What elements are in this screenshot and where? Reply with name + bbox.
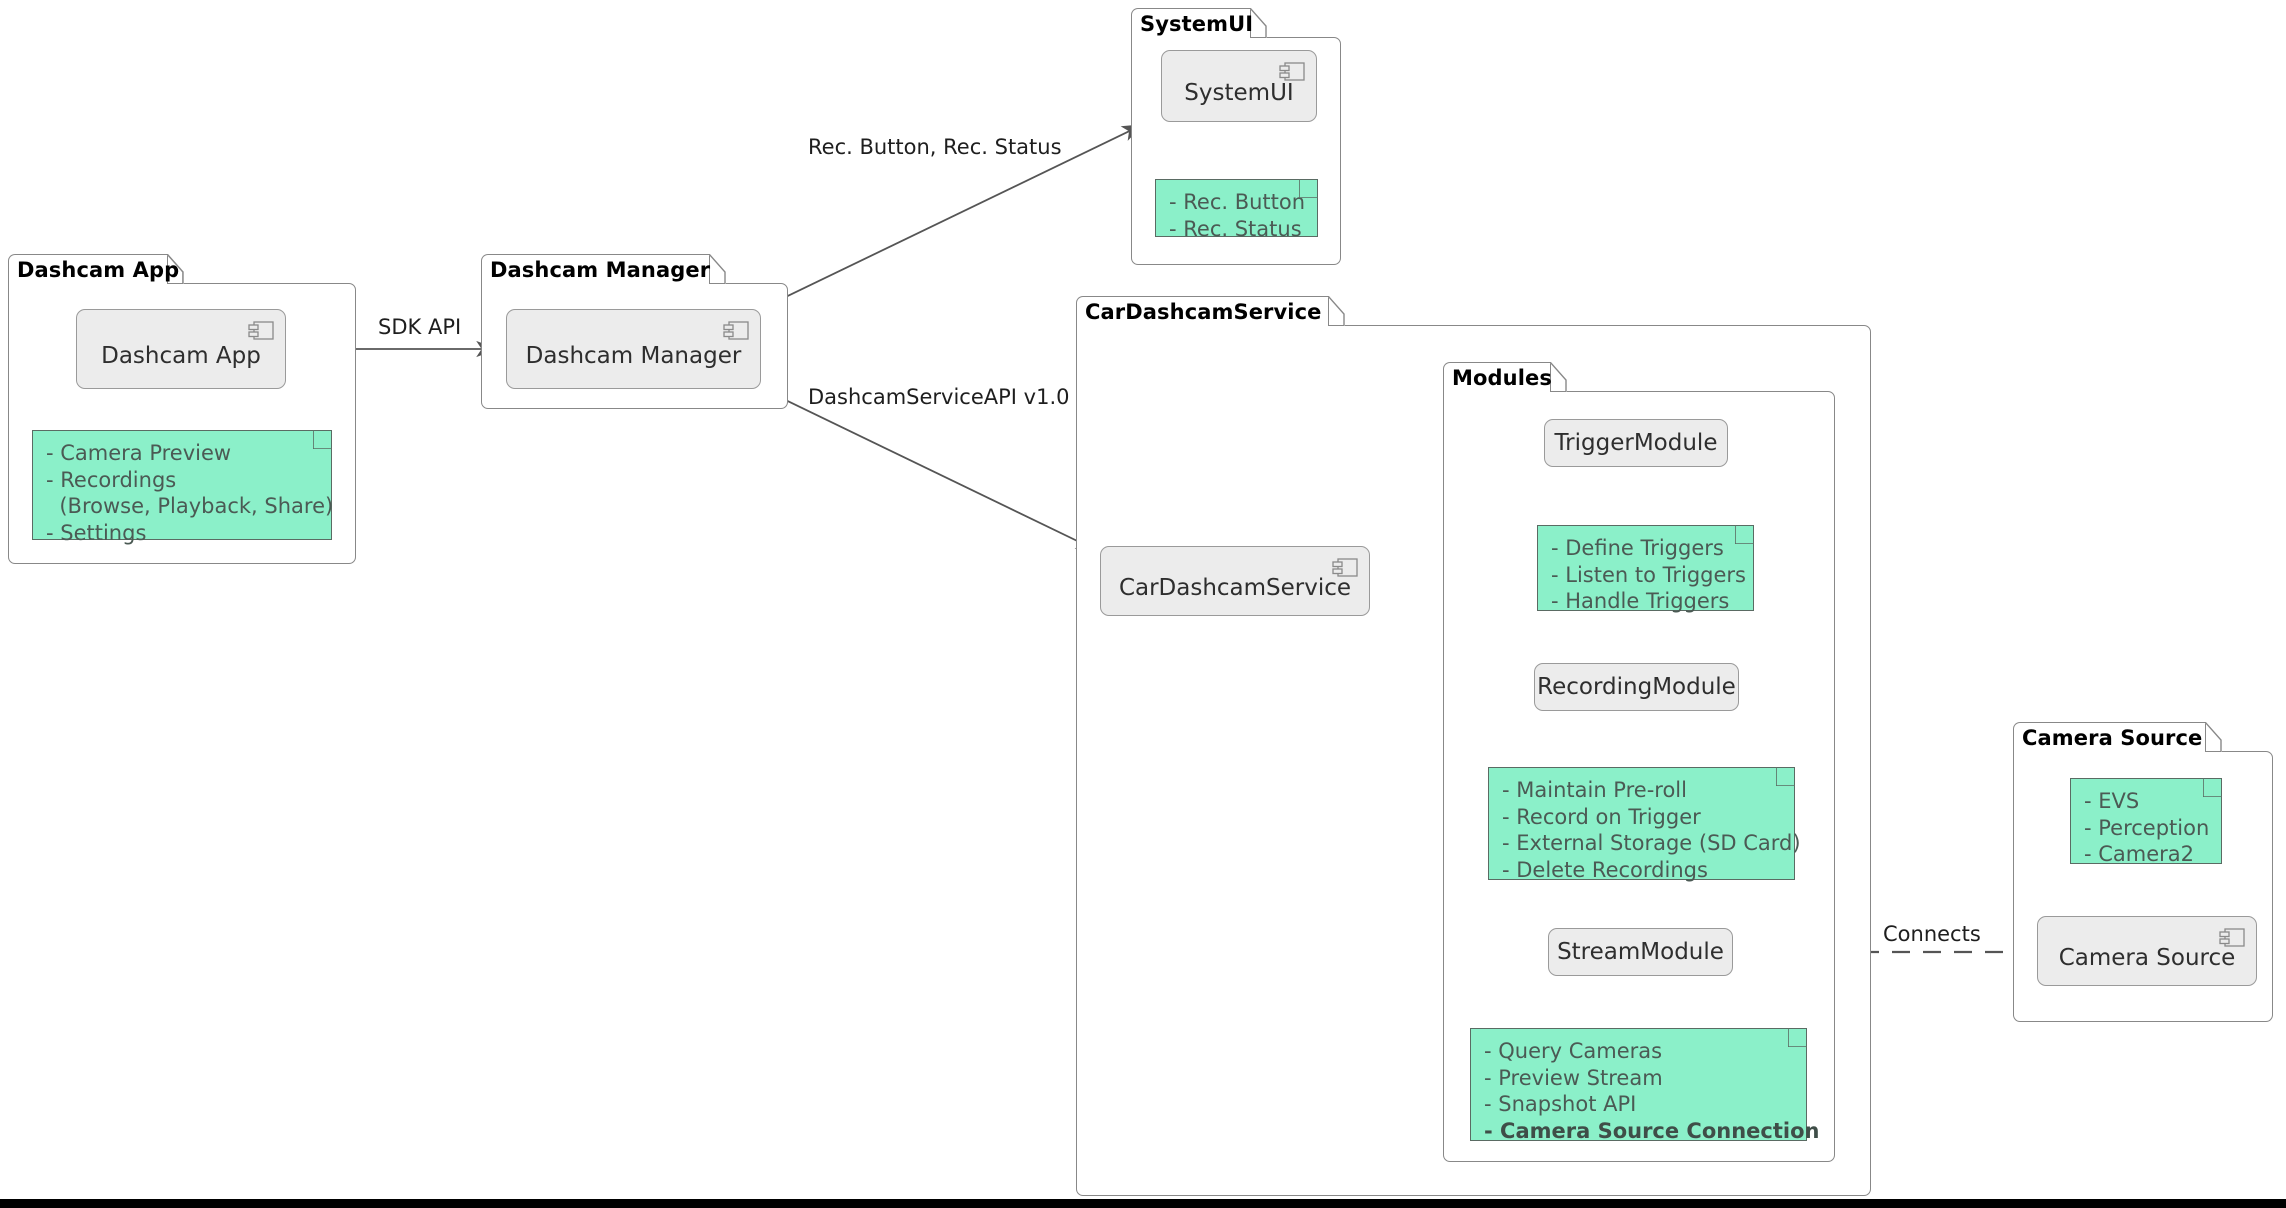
bottom-bar <box>0 1199 2286 1208</box>
note-line: - Record on Trigger <box>1502 804 1701 829</box>
note-line: - Delete Recordings <box>1502 857 1708 882</box>
note-line: - External Storage (SD Card) <box>1502 831 1801 855</box>
note-fold-icon <box>1776 767 1795 786</box>
note-stream-module: - Query Cameras - Preview Stream - Snaps… <box>1470 1028 1819 1143</box>
note-fold-icon <box>1299 179 1318 198</box>
component-icon <box>2219 928 2245 947</box>
edge-label-dashcamserviceapi: DashcamServiceAPI v1.0 <box>808 385 1070 409</box>
package-camera-source-tab: Camera Source <box>2013 722 2206 752</box>
package-dashcam-manager-tab-corner <box>709 254 726 284</box>
note-line: - Listen to Triggers <box>1551 562 1746 587</box>
note-line: - Recordings <box>46 467 177 492</box>
note-line: - Settings <box>46 520 147 545</box>
component-icon <box>723 321 749 340</box>
note-camera-source: - EVS - Perception - Camera2 <box>2070 778 2222 866</box>
package-modules-label: Modules <box>1452 365 1552 390</box>
component-trigger-module[interactable]: TriggerModule <box>1544 419 1728 467</box>
note-line: - Define Triggers <box>1551 536 1724 560</box>
package-systemui-tab: SystemUI <box>1131 8 1254 38</box>
note-line: - Query Cameras <box>1484 1039 1663 1063</box>
note-recording-module: - Maintain Pre-roll - Record on Trigger … <box>1488 767 1801 882</box>
note-fold-icon <box>313 430 332 449</box>
package-camera-source-label: Camera Source <box>2022 725 2203 750</box>
package-dashcam-app-label: Dashcam App <box>17 257 180 282</box>
package-dashcam-manager-tab: Dashcam Manager <box>481 254 710 284</box>
component-icon <box>248 321 274 340</box>
component-cardashcamservice[interactable]: CarDashcamService <box>1100 546 1370 616</box>
note-line: (Browse, Playback, Share) <box>46 494 334 518</box>
note-line: - Perception <box>2084 815 2210 840</box>
note-line: - Preview Stream <box>1484 1065 1663 1090</box>
package-dashcam-app-tab-corner <box>167 254 184 284</box>
package-camera-source-tab-corner <box>2205 722 2222 752</box>
package-systemui-tab-corner <box>1250 8 1267 38</box>
package-cardashcamservice-tab: CarDashcamService <box>1076 296 1329 326</box>
component-trigger-module-label: TriggerModule <box>1554 430 1718 456</box>
package-modules-tab-corner <box>1550 362 1567 392</box>
note-line: - Camera Source Connection <box>1484 1118 1820 1143</box>
component-dashcam-app-label: Dashcam App <box>101 343 261 369</box>
package-modules-tab: Modules <box>1443 362 1552 392</box>
note-systemui: - Rec. Button - Rec. Status <box>1155 179 1318 241</box>
note-fold-icon <box>1735 525 1754 544</box>
component-dashcam-manager-label: Dashcam Manager <box>525 343 742 369</box>
component-recording-module[interactable]: RecordingModule <box>1534 663 1739 711</box>
package-cardashcamservice-label: CarDashcamService <box>1085 299 1322 324</box>
component-stream-module[interactable]: StreamModule <box>1548 928 1733 976</box>
note-dashcam-app: - Camera Preview - Recordings (Browse, P… <box>32 430 334 545</box>
note-line: - Snapshot API <box>1484 1092 1637 1116</box>
note-line: - Maintain Pre-roll <box>1502 778 1687 802</box>
note-line: - Rec. Button <box>1169 190 1306 214</box>
package-systemui-label: SystemUI <box>1140 11 1254 36</box>
package-dashcam-manager-label: Dashcam Manager <box>490 257 711 282</box>
component-dashcam-manager[interactable]: Dashcam Manager <box>506 309 761 389</box>
component-dashcam-app[interactable]: Dashcam App <box>76 309 286 389</box>
note-trigger-module: - Define Triggers - Listen to Triggers -… <box>1537 525 1754 613</box>
component-camera-source[interactable]: Camera Source <box>2037 916 2257 986</box>
component-camera-source-label: Camera Source <box>2058 945 2236 971</box>
edge-label-rec-button-status: Rec. Button, Rec. Status <box>808 135 1062 159</box>
note-line: - Rec. Status <box>1169 216 1302 241</box>
component-stream-module-label: StreamModule <box>1557 939 1724 965</box>
package-dashcam-app-tab: Dashcam App <box>8 254 179 284</box>
note-line: - Camera2 <box>2084 842 2195 866</box>
component-icon <box>1332 558 1358 577</box>
component-systemui[interactable]: SystemUI <box>1161 50 1317 122</box>
note-line: - Camera Preview <box>46 441 232 465</box>
note-line: - EVS <box>2084 789 2140 813</box>
note-fold-icon <box>1788 1028 1807 1047</box>
note-line: - Handle Triggers <box>1551 589 1730 613</box>
edge-label-connects: Connects <box>1883 922 1981 946</box>
edge-label-sdk-api: SDK API <box>378 315 462 339</box>
package-cardashcamservice-tab-corner <box>1328 296 1345 326</box>
note-fold-icon <box>2203 778 2222 797</box>
component-cardashcamservice-label: CarDashcamService <box>1118 575 1352 601</box>
component-icon <box>1279 62 1305 81</box>
component-systemui-label: SystemUI <box>1184 80 1294 106</box>
component-recording-module-label: RecordingModule <box>1537 674 1736 700</box>
